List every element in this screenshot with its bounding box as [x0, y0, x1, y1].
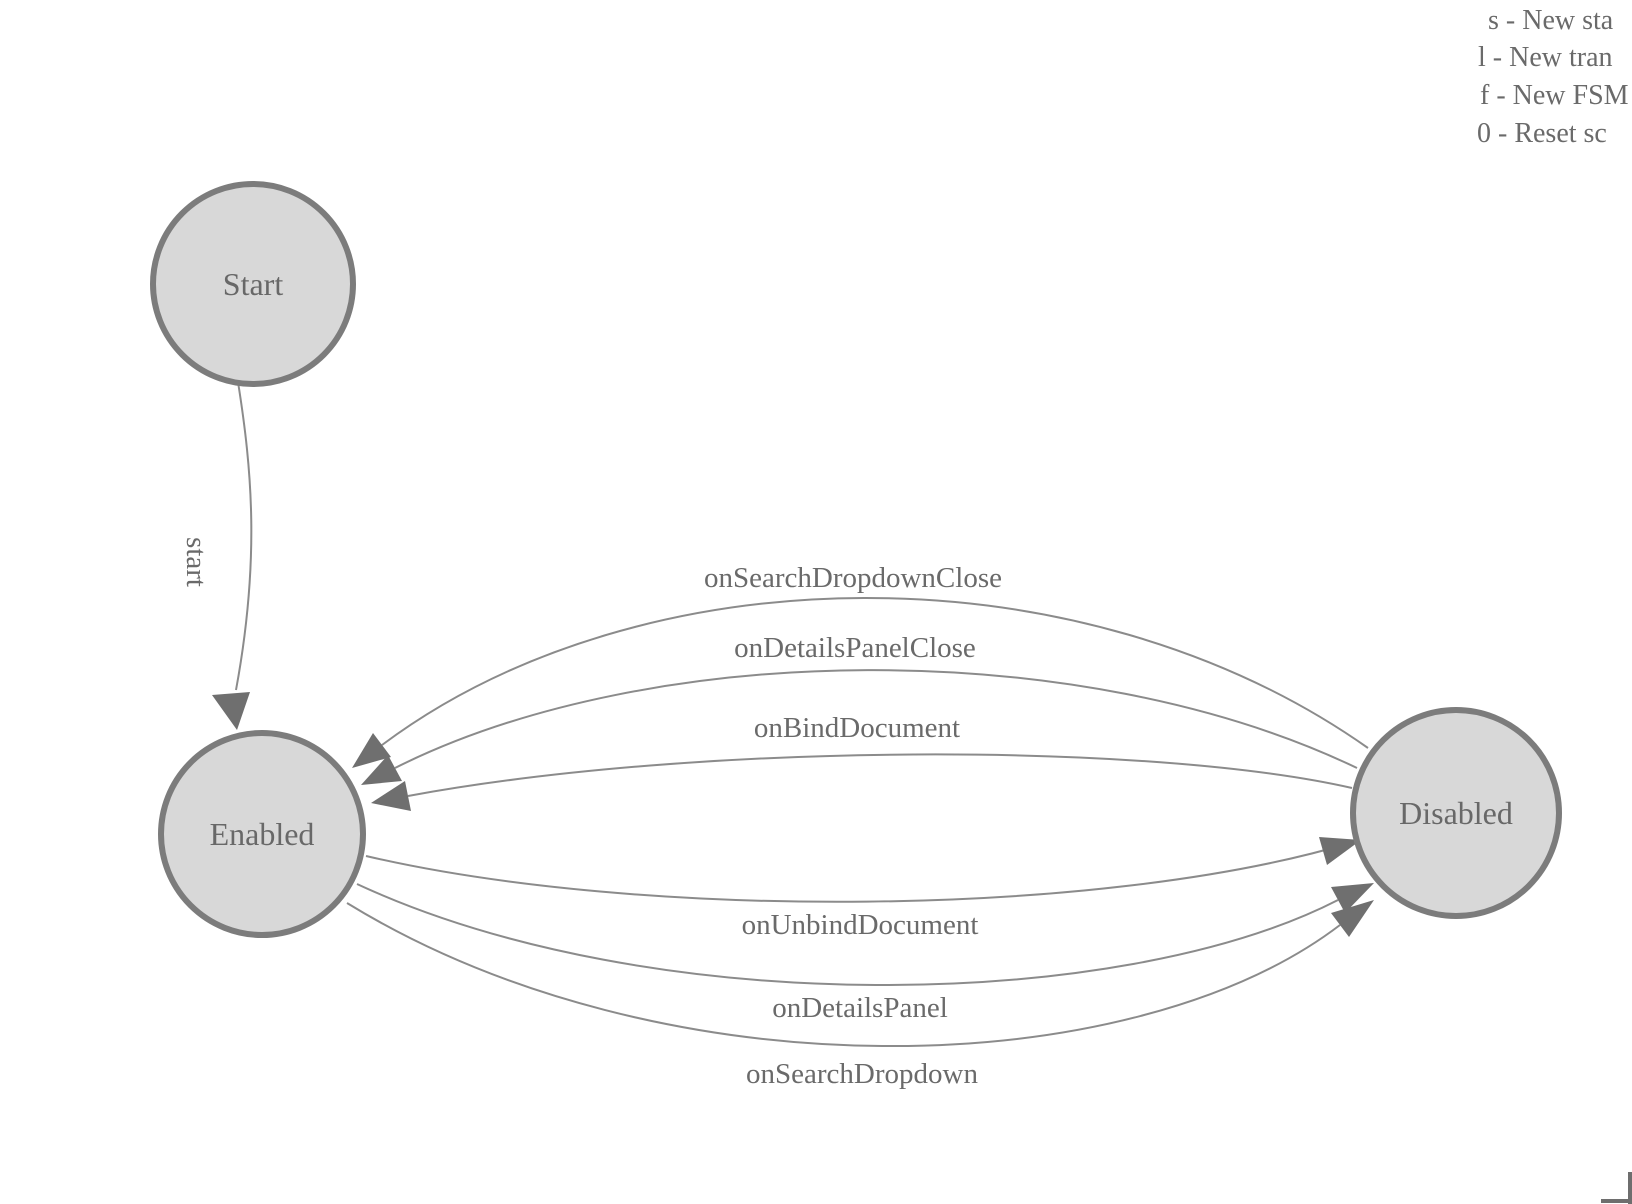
edge-label-onDetailsPanelClose[interactable]: onDetailsPanelClose: [734, 632, 976, 664]
edge-start[interactable]: [235, 381, 253, 691]
edge-onDetailsPanel[interactable]: [356, 883, 1339, 987]
edge-onUnbindDocument[interactable]: [365, 842, 1351, 903]
edge-label-onBindDocument[interactable]: onBindDocument: [754, 712, 960, 744]
state-node-disabled[interactable]: [1350, 707, 1562, 919]
edge-label-onDetailsPanel[interactable]: onDetailsPanel: [772, 992, 948, 1024]
state-label-disabled: Disabled: [1399, 795, 1513, 831]
arrowhead-onBindDocument: [371, 781, 411, 811]
edge-onBindDocument[interactable]: [407, 753, 1353, 797]
corner-horizontal-bar: [1601, 1199, 1632, 1203]
corner-vertical-bar: [1628, 1172, 1632, 1204]
arrowhead-onUnbindDocument: [1319, 837, 1361, 865]
help-line-reset-scale: 0 - Reset sc: [1477, 118, 1607, 149]
state-node-enabled[interactable]: [158, 730, 366, 938]
arrowhead-onDetailsPanelClose: [361, 755, 402, 785]
help-line-new-state: s - New sta: [1488, 5, 1614, 36]
arrowhead-onSearchDropdown: [1331, 900, 1374, 937]
edge-label-start[interactable]: start: [180, 537, 212, 587]
arrowhead-onSearchDropdownClose: [352, 733, 391, 768]
state-label-start: Start: [223, 266, 284, 302]
state-label-enabled: Enabled: [210, 816, 315, 852]
edge-label-onUnbindDocument[interactable]: onUnbindDocument: [742, 909, 979, 941]
edge-onSearchDropdownClose[interactable]: [381, 597, 1369, 749]
edge-onSearchDropdown[interactable]: [346, 902, 1341, 1047]
clipped-corner-shape: [1601, 1172, 1632, 1204]
edge-onDetailsPanelClose[interactable]: [394, 669, 1358, 769]
help-line-new-transition: l - New tran: [1478, 42, 1613, 73]
state-node-start[interactable]: [150, 181, 356, 387]
arrowhead-onDetailsPanel: [1331, 883, 1374, 913]
arrowhead-start-to-enabled: [212, 692, 250, 730]
edge-label-onSearchDropdownClose[interactable]: onSearchDropdownClose: [704, 562, 1002, 594]
help-line-new-fsm: f - New FSM: [1480, 80, 1629, 111]
edge-label-onSearchDropdown[interactable]: onSearchDropdown: [746, 1058, 978, 1090]
